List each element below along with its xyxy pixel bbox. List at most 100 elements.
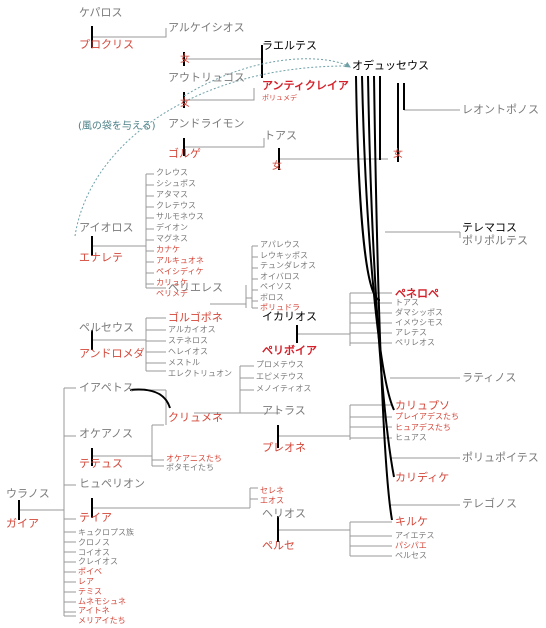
penelope-siblings-item: ダマシッポス [395, 308, 443, 317]
iapetos-children-item: プロメテウス [256, 360, 304, 369]
titans-item: ムネモシュネ [78, 596, 126, 606]
aiolos-children-item: ペリメデ [156, 289, 188, 298]
perieres-children-item: ボロス [260, 292, 284, 302]
aiolos-children-item: デイオン [156, 223, 188, 232]
node-iapetos: イアペトス [79, 381, 134, 394]
node-andromeda: アンドロメダ [79, 347, 145, 360]
node-andraimon: アンドライモン [168, 117, 245, 130]
node-kalypso: カリュプソ [395, 399, 450, 412]
titans-item: レア [78, 577, 94, 586]
node-ikarios: イカリオス [262, 310, 317, 323]
titans-item: テミス [78, 586, 102, 596]
gorgophone-siblings-item: メストル [168, 358, 200, 367]
node-onna1: 女 [180, 54, 190, 65]
aiolos-children-item: サルモネウス [156, 212, 204, 221]
node-autolycus: アウトリュコス [168, 71, 245, 84]
aiolos-children-item: カリュケ [156, 278, 188, 287]
iapetos-children-item: エピメテウス [256, 372, 304, 381]
kirke-siblings-item: パシパエ [395, 541, 427, 550]
iapetos-children-item: メノイティオス [256, 384, 312, 393]
hyperion-children-item: エオス [260, 496, 284, 505]
gorgophone-siblings-item: アルカイオス [168, 325, 216, 334]
titans-item: クレイオス [78, 557, 118, 567]
node-gorge: ゴルゲ [168, 147, 201, 160]
node-leontophonos: レオントポノス [462, 103, 539, 116]
node-hyperion: ヒュペリオン [79, 477, 145, 490]
node-poliporthes2: ポリュポイテス [462, 451, 539, 464]
node-gaia: ガイア [6, 517, 39, 530]
perieres-children-item: オイバロス [260, 271, 300, 281]
gorgophone-siblings-item: ステネロス [168, 336, 208, 345]
gift-arrow-2 [74, 65, 347, 237]
node-antikleia: アンティクレイア [262, 79, 349, 92]
node-atlas: アトラス [262, 404, 306, 417]
node-onna3: 女 [272, 161, 282, 172]
node-tethys: テテュス [79, 457, 123, 470]
titans-item: クロノス [78, 537, 110, 547]
perieres-children-item: レウキッポス [260, 250, 308, 260]
gorgophone-siblings-item: エレクトリュオン [168, 369, 232, 378]
node-perieres: ペリエレス [168, 281, 223, 294]
node-polymede: ポリュメデ [262, 94, 297, 102]
node-poliporthes: ポリポルテス [462, 234, 528, 247]
node-kallidike: カリディケ [395, 471, 450, 484]
thin-lines [18, 26, 461, 617]
penelope-siblings-item: トアス [395, 298, 419, 307]
node-helios: ヘリオス [262, 507, 306, 520]
wind-bag-note: (風の袋を与える) [78, 121, 156, 132]
perieres-children-item: アパレウス [260, 240, 300, 249]
atlas-children-item: プレイアデスたち [395, 412, 459, 421]
node-latinos: ラティノス [462, 371, 517, 384]
node-onna4: 女 [393, 149, 403, 160]
gorgophone-siblings-item: ヘレイオス [168, 347, 208, 356]
penelope-siblings-item: アレテス [395, 328, 427, 337]
kirke-siblings-item: アイエテス [395, 531, 435, 540]
gift-arrow-1 [183, 58, 351, 97]
okeanos-children-item: ポタモイたち [166, 463, 214, 472]
node-odysseus: オデュッセウス [352, 59, 429, 72]
titans-item: メリアイたち [78, 616, 126, 626]
node-periboia: ペリボイア [262, 344, 317, 357]
aiolos-children-item: アルキュオネ [156, 256, 204, 265]
node-perseus: ペルセウス [79, 321, 134, 334]
node-aiolos: アイオロス [79, 221, 134, 234]
titans-item: コイオス [78, 547, 110, 557]
okeanos-children-item: オケアニスたち [166, 454, 222, 463]
penelope-siblings-item: ペリレオス [395, 338, 435, 347]
node-penelope: ペネロペ [395, 287, 439, 300]
node-laertes: ラエルテス [262, 39, 317, 52]
node-gorgophone: ゴルゴポネ [168, 311, 223, 324]
aiolos-children-item: カナケ [156, 245, 180, 254]
perieres-children-item: ポリュドラ [260, 303, 300, 312]
atlas-children-item: ヒュアス [395, 433, 427, 442]
node-enarete: エナレテ [79, 251, 123, 264]
node-ouranos: ウラノス [6, 487, 50, 500]
node-okeanos: オケアノス [79, 427, 134, 440]
node-telemachus: テレマコス [462, 221, 517, 234]
node-onna2: 女 [180, 98, 190, 109]
node-pleione: プレオネ [262, 441, 306, 454]
aiolos-children-item: マグネス [156, 234, 188, 243]
aiolos-children-item: シシュポス [156, 179, 196, 188]
node-theia: テイア [79, 511, 112, 524]
node-perse: ペルセ [262, 539, 295, 552]
perieres-children-item: テュンダレオス [260, 261, 316, 270]
titans-item: キュクロプス族 [78, 528, 134, 537]
node-kefalos: ケパロス [79, 6, 123, 19]
hyperion-children-item: セレネ [260, 486, 284, 495]
titans-item: アイトネ [78, 606, 110, 616]
node-kirke: キルケ [395, 515, 428, 528]
node-klymene: クリュメネ [168, 411, 223, 424]
atlas-children-item: ヒュアデスたち [395, 422, 451, 432]
aiolos-children-item: クレテウス [156, 201, 196, 210]
node-prokris: プロクリス [79, 38, 134, 51]
aiolos-children-item: クレウス [156, 168, 188, 177]
perieres-children-item: ペイソス [260, 282, 292, 291]
thick-lines [18, 26, 405, 542]
kirke-siblings-item: ペルセス [395, 551, 427, 560]
aiolos-children-item: ペイシディケ [156, 267, 204, 276]
node-alkeisios: アルケイシオス [168, 21, 245, 34]
aiolos-children-item: アタマス [156, 190, 188, 199]
